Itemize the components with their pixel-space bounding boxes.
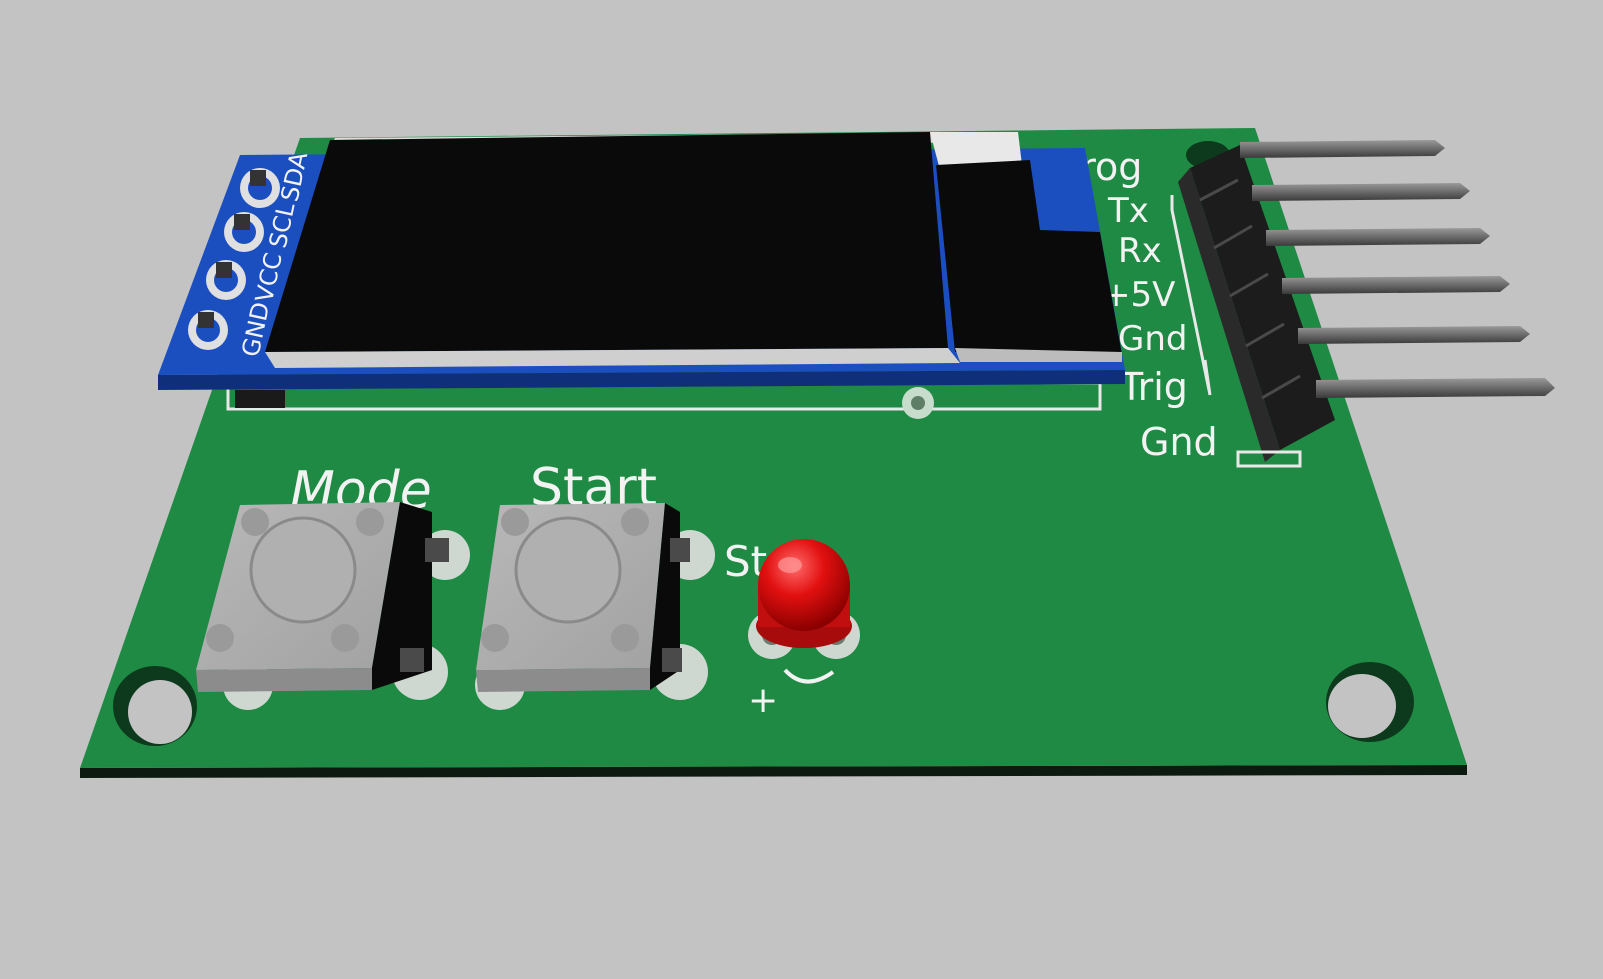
start-button[interactable] (475, 503, 715, 710)
header-pin (1240, 140, 1445, 158)
header-label-gnd-2: Gnd (1140, 420, 1218, 464)
header-label-5v: +5V (1102, 275, 1175, 315)
via (902, 387, 934, 419)
mounting-hole-left (113, 666, 197, 746)
header-label-tx: Tx (1107, 191, 1149, 231)
header-pin (1282, 276, 1510, 294)
mounting-hole-right (1326, 662, 1414, 742)
header-pin (1298, 326, 1530, 344)
header-label-trig: Trig (1119, 365, 1188, 409)
pin-header (1178, 140, 1555, 468)
header-pin (1266, 228, 1490, 246)
header-label-gnd-1: Gnd (1118, 319, 1187, 359)
header-pin (1252, 183, 1470, 201)
mode-button[interactable] (196, 502, 470, 710)
oled-module: GND VCC SCL SDA (158, 132, 1125, 408)
oled-pin-pads (188, 168, 280, 350)
status-led (748, 539, 860, 659)
header-pin (1316, 378, 1555, 398)
led-plus-label: + (748, 680, 778, 721)
header-label-rx: Rx (1118, 231, 1162, 271)
